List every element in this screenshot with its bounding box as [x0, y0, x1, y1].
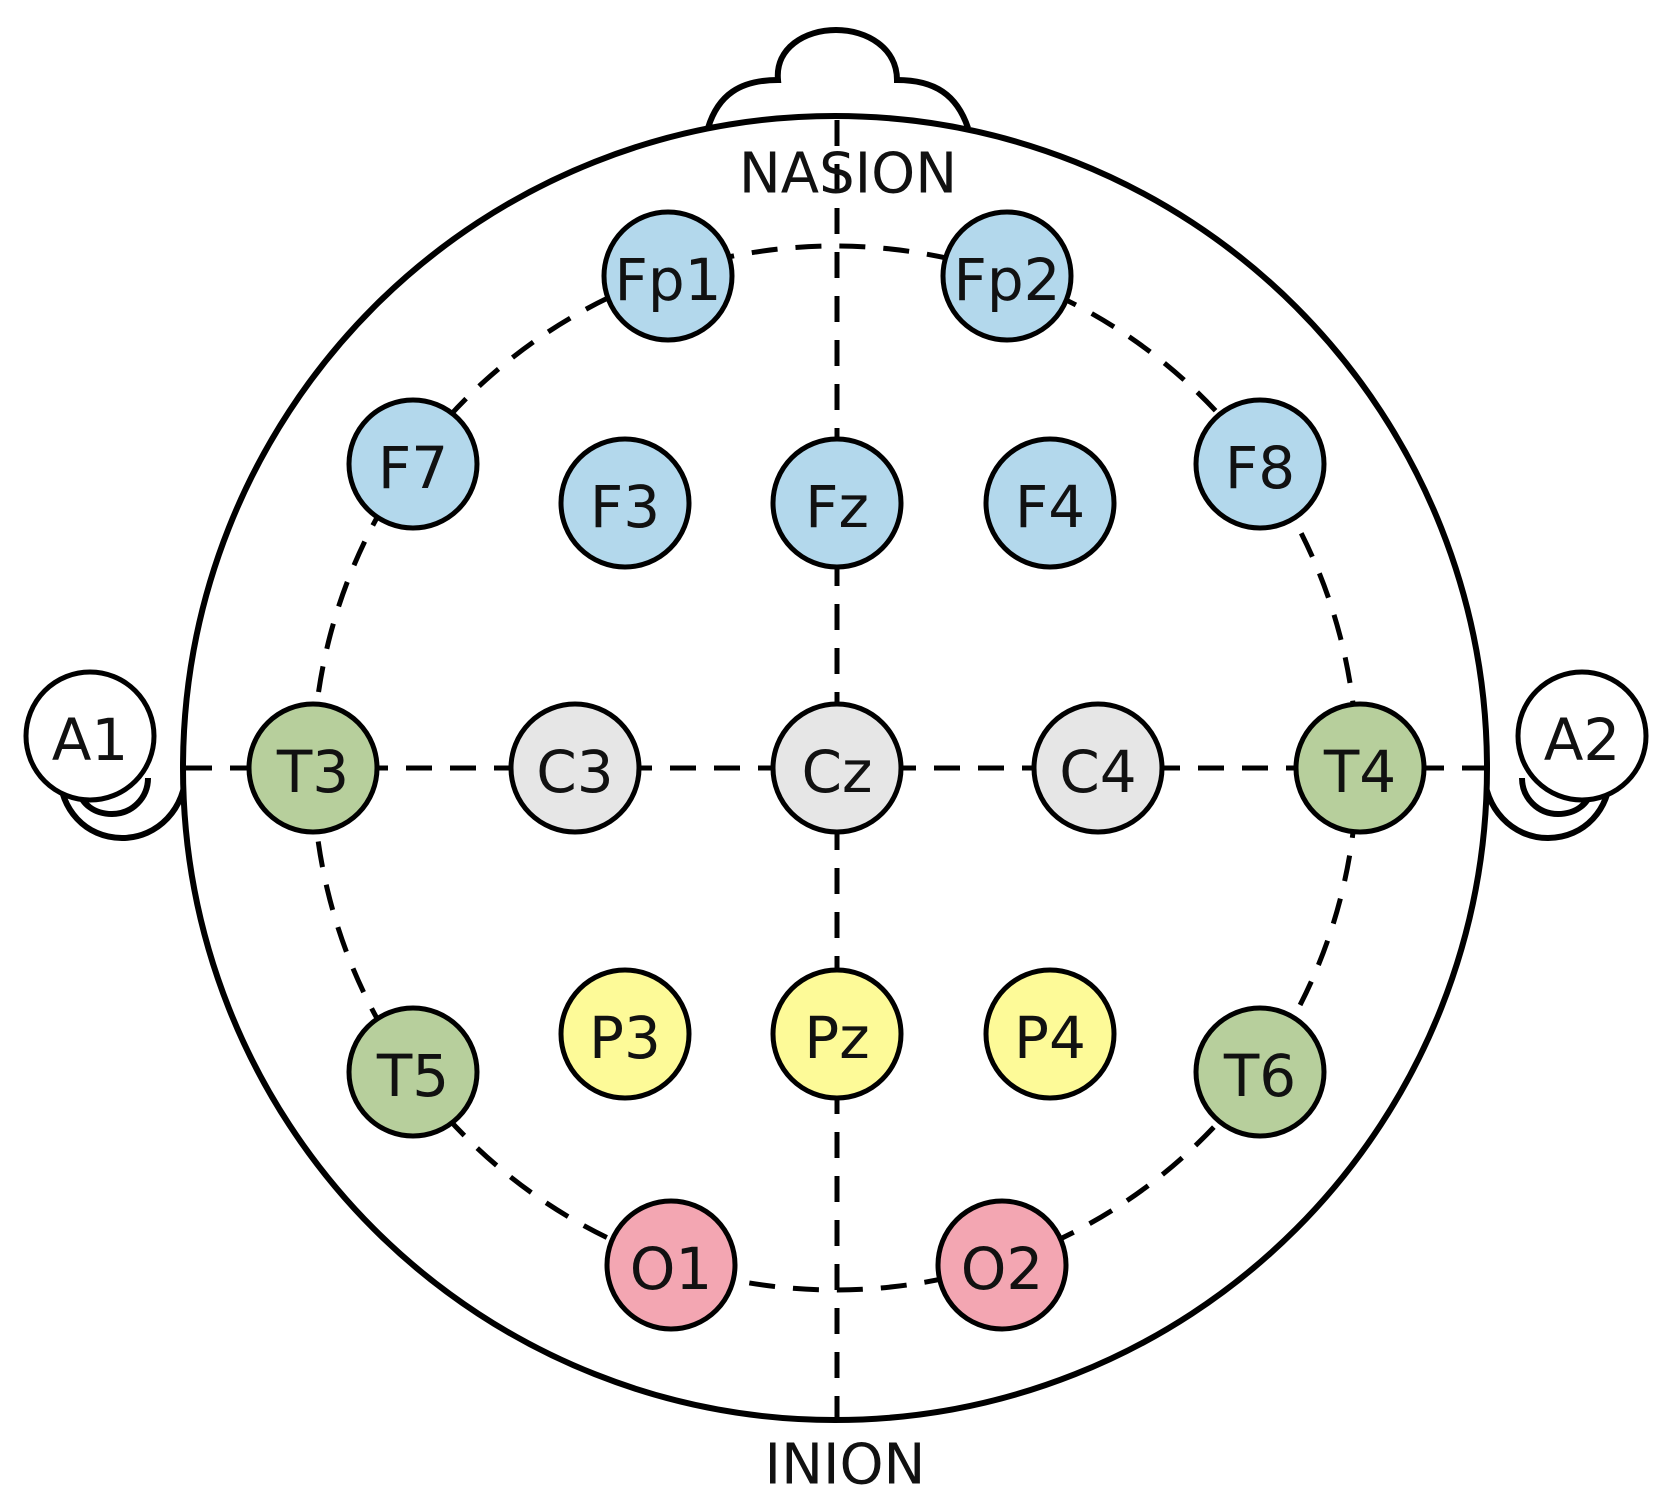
electrode-marker — [983, 967, 1117, 1101]
electrode-f3: F3 — [558, 436, 692, 570]
electrode-marker — [1193, 1005, 1327, 1139]
electrode-label: O2 — [961, 1235, 1044, 1303]
electrode-label: T6 — [1223, 1042, 1296, 1110]
electrode-marker — [246, 701, 380, 835]
electrode-marker — [508, 701, 642, 835]
electrode-p4: P4 — [983, 967, 1117, 1101]
electrode-label: T3 — [276, 738, 349, 806]
electrode-a1: A1 — [23, 669, 157, 803]
electrode-marker — [770, 967, 904, 1101]
electrode-t5: T5 — [346, 1005, 480, 1139]
electrode-c3: C3 — [508, 701, 642, 835]
electrode-f8: F8 — [1193, 397, 1327, 531]
electrode-marker — [558, 436, 692, 570]
right-ear-outline — [1481, 769, 1613, 842]
electrode-a2: A2 — [1515, 669, 1649, 803]
electrode-p3: P3 — [558, 967, 692, 1101]
electrode-label: Cz — [802, 738, 873, 806]
electrode-label: F8 — [1225, 434, 1295, 502]
electrode-t3: T3 — [246, 701, 380, 835]
electrode-label: Fp2 — [953, 246, 1060, 314]
electrode-marker — [1515, 669, 1649, 803]
electrode-marker — [604, 1198, 738, 1332]
electrode-f4: F4 — [983, 436, 1117, 570]
electrode-marker — [346, 397, 480, 531]
electrode-marker — [770, 701, 904, 835]
electrode-marker — [935, 1198, 1069, 1332]
electrode-label: C4 — [1059, 738, 1136, 806]
electrode-label: T4 — [1323, 738, 1396, 806]
electrode-marker — [601, 209, 735, 343]
electrode-label: F7 — [378, 434, 448, 502]
electrode-marker — [1031, 701, 1165, 835]
electrode-label: F4 — [1015, 473, 1085, 541]
electrode-label: C3 — [536, 738, 613, 806]
electrode-label: Fp1 — [614, 246, 721, 314]
electrode-label: P3 — [589, 1004, 661, 1072]
electrode-label: A1 — [52, 706, 129, 774]
electrode-marker — [983, 436, 1117, 570]
electrode-label: T5 — [376, 1042, 449, 1110]
electrode-marker — [940, 209, 1074, 343]
electrode-c4: C4 — [1031, 701, 1165, 835]
electrode-cz: Cz — [770, 701, 904, 835]
electrode-o2: O2 — [935, 1198, 1069, 1332]
electrode-label: P4 — [1014, 1004, 1086, 1072]
electrode-label: F3 — [590, 473, 660, 541]
electrode-fz: Fz — [770, 436, 904, 570]
electrode-f7: F7 — [346, 397, 480, 531]
electrode-marker — [558, 967, 692, 1101]
electrode-marker — [346, 1005, 480, 1139]
inion-label: INION — [765, 1433, 926, 1498]
electrode-label: A2 — [1544, 706, 1621, 774]
electrode-label: O1 — [630, 1235, 713, 1303]
electrode-label: Fz — [805, 473, 869, 541]
electrode-marker — [23, 669, 157, 803]
electrode-marker — [1193, 397, 1327, 531]
electrode-t4: T4 — [1293, 701, 1427, 835]
nasion-label: NASION — [739, 142, 957, 207]
electrode-label: Pz — [804, 1004, 869, 1072]
left-ear-outline — [57, 769, 189, 842]
electrode-marker — [1293, 701, 1427, 835]
electrode-pz: Pz — [770, 967, 904, 1101]
electrode-fp1: Fp1 — [601, 209, 735, 343]
electrode-o1: O1 — [604, 1198, 738, 1332]
nose-outline — [705, 26, 971, 129]
electrode-marker — [770, 436, 904, 570]
electrode-fp2: Fp2 — [940, 209, 1074, 343]
electrode-t6: T6 — [1193, 1005, 1327, 1139]
